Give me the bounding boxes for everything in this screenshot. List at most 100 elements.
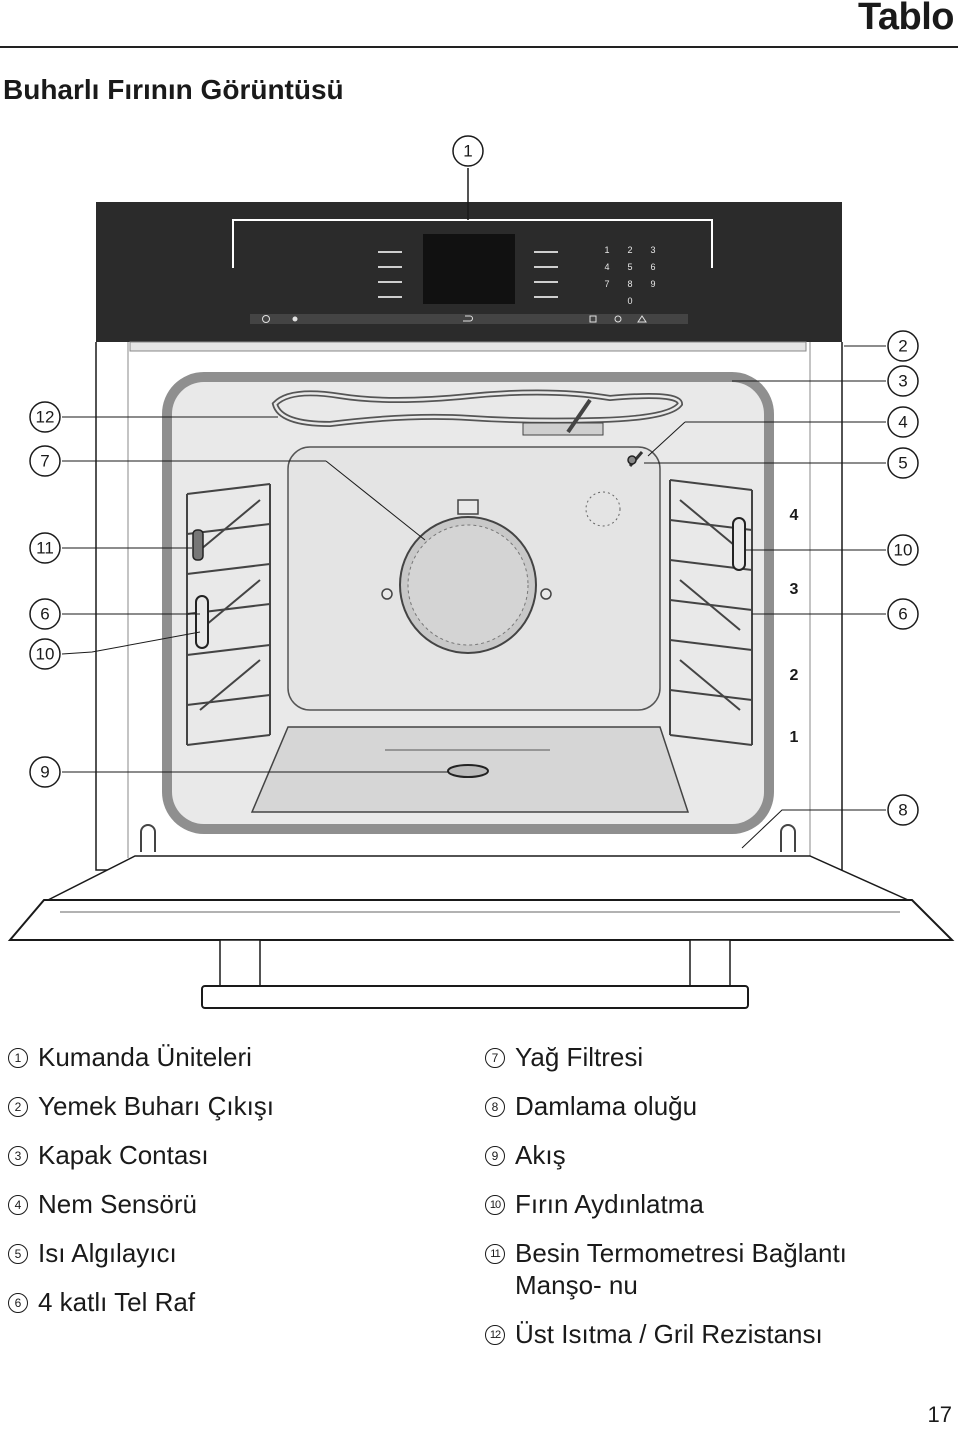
left-oven-light [195,595,209,649]
svg-text:2: 2 [898,337,907,356]
callout-2: 2 [887,330,919,362]
legend-number: 3 [8,1146,28,1166]
probe-rod [566,398,592,434]
svg-text:10: 10 [36,645,55,664]
handle-post-left [219,939,261,987]
callout-5: 5 [887,447,919,479]
keypad-key: 2 [627,245,632,255]
callout-10-left: 10 [29,638,61,670]
callout-10-right: 10 [887,534,919,566]
legend-number: 9 [485,1146,505,1166]
svg-text:4: 4 [898,413,907,432]
section-label: Tablo [857,0,955,38]
food-probe-socket [192,529,204,561]
drain-outlet [447,764,489,778]
legend-number: 10 [485,1195,505,1215]
legend-text: Isı Algılayıcı [38,1238,177,1268]
keypad-key: 9 [650,279,655,289]
legend-item: 5 Isı Algılayıcı [8,1237,448,1269]
shelf-level-2: 2 [790,667,799,684]
legend-text: Akış [515,1140,566,1170]
keypad-key: 3 [650,245,655,255]
callout-11: 11 [29,532,61,564]
legend-number: 8 [485,1097,505,1117]
keypad-key: 6 [650,262,655,272]
svg-text:8: 8 [898,801,907,820]
callout-leaders [61,345,886,849]
legend-item: 6 4 katlı Tel Raf [8,1286,448,1318]
steam-vent-strip [129,341,807,352]
keypad-key: 5 [627,262,632,272]
right-door-hinge [780,824,796,852]
shelf-level-4: 4 [790,507,799,524]
callout-4: 4 [887,406,919,438]
left-wire-rack [186,483,271,746]
svg-text:6: 6 [40,605,49,624]
legend-number: 6 [8,1293,28,1313]
callout-7: 7 [29,445,61,477]
callout-3: 3 [887,365,919,397]
svg-text:1: 1 [463,142,472,161]
left-slider-buttons [378,251,402,298]
filter-mount-right [540,588,552,600]
heat-sensor-tip [627,455,637,465]
power-icon [262,315,270,323]
door-handle [201,985,749,1009]
callout-8: 8 [887,794,919,826]
legend-text: Damlama oluğu [515,1091,698,1121]
legend-item: 11 Besin Termometresi Bağlantı Manşo- nu [485,1237,935,1301]
keypad: 1 2 3 4 5 6 7 8 9 0 [604,245,655,306]
right-oven-light [732,517,746,571]
back-icon [463,315,473,322]
legend-number: 11 [485,1244,505,1264]
keypad-key: 7 [604,279,609,289]
keypad-key: 4 [604,262,609,272]
svg-text:6: 6 [898,605,907,624]
handle-post-right [689,939,731,987]
timer-icon [589,315,597,323]
legend-text: Üst Isıtma / Gril Rezistansı [515,1319,823,1349]
legend-text: Nem Sensörü [38,1189,197,1219]
legend-item: 12 Üst Isıtma / Gril Rezistansı [485,1318,955,1350]
lamp-icon [614,315,622,323]
legend-number: 4 [8,1195,28,1215]
legend-item: 4 Nem Sensörü [8,1188,448,1220]
control-bracket [232,219,713,268]
keypad-key: 1 [604,245,609,255]
shelf-level-3: 3 [790,581,799,598]
light-dot-icon [292,316,298,322]
callout-9: 9 [29,756,61,788]
legend-item: 9 Akış [485,1139,955,1171]
keypad-key: 8 [627,279,632,289]
svg-text:3: 3 [898,372,907,391]
left-door-hinge [140,824,156,852]
legend-number: 12 [485,1325,505,1345]
legend-text: 4 katlı Tel Raf [38,1287,196,1317]
legend-item: 10 Fırın Aydınlatma [485,1188,955,1220]
callout-6-right: 6 [887,598,919,630]
grease-filter-mesh [407,524,529,646]
callout-1: 1 [452,135,484,167]
shelf-level-1: 1 [790,729,799,746]
legend-number: 5 [8,1244,28,1264]
filter-tab [457,499,479,515]
bell-icon [637,315,647,323]
legend-text: Besin Termometresi Bağlantı Manşo- nu [515,1238,847,1300]
page-number: 17 [927,1402,952,1427]
legend-text: Yemek Buharı Çıkışı [38,1091,275,1121]
svg-text:11: 11 [36,539,54,558]
grill-heating-element-inner [273,391,682,426]
header-divider [0,46,958,48]
oven-diagram: 1 2 3 4 5 6 7 8 9 0 [7,135,955,1009]
legend-text: Fırın Aydınlatma [515,1189,704,1219]
touch-strip [250,314,688,324]
callout-12: 12 [29,401,61,433]
svg-text:9: 9 [40,763,49,782]
legend-number: 7 [485,1048,505,1068]
